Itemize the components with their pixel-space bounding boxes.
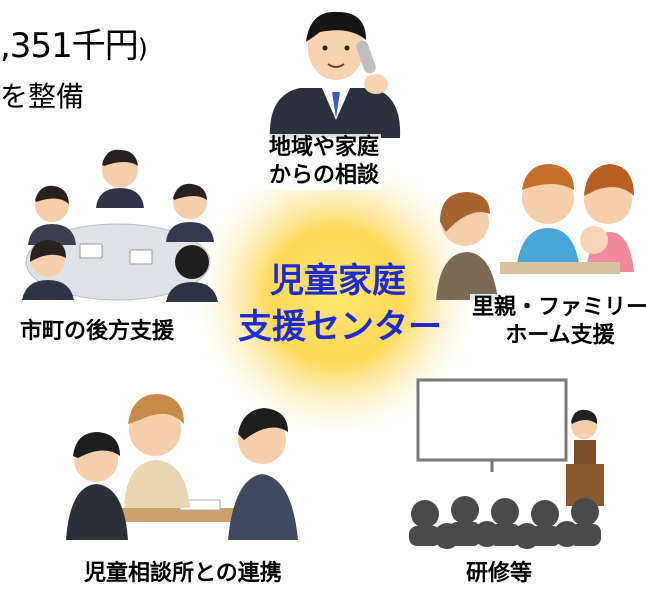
center-title-line2: 支援センター bbox=[238, 307, 442, 347]
training-label: 研修等 bbox=[464, 560, 535, 588]
municipal-support-label: 市町の後方支援 bbox=[18, 318, 177, 346]
budget-amount: ,351千円 bbox=[0, 26, 139, 66]
center-title: 児童家庭 支援センター bbox=[238, 258, 442, 350]
budget-text: ,351千円) bbox=[0, 18, 148, 67]
family-illustration bbox=[436, 164, 634, 300]
phone-consultation-illustration bbox=[269, 11, 401, 138]
foster-support-label: 里親・ファミリー ホーム支援 bbox=[470, 294, 646, 350]
training-illustration bbox=[409, 378, 604, 549]
child-guidance-label: 児童相談所との連携 bbox=[82, 560, 284, 588]
consultation-label-line1: 地域や家庭 bbox=[269, 135, 380, 160]
budget-paren: ) bbox=[137, 34, 148, 64]
child-guidance-illustration bbox=[66, 394, 298, 540]
subtitle-text: を整備 bbox=[0, 80, 85, 113]
meeting-illustration bbox=[22, 149, 218, 302]
consultation-label: 地域や家庭 からの相談 bbox=[267, 134, 382, 190]
presentation-screen bbox=[416, 378, 568, 462]
center-title-line1: 児童家庭 bbox=[270, 261, 406, 301]
foster-support-label-line2: ホーム支援 bbox=[505, 323, 615, 348]
center-glow bbox=[186, 146, 486, 446]
consultation-label-line2: からの相談 bbox=[269, 163, 380, 188]
foster-support-label-line1: 里親・ファミリー bbox=[472, 295, 646, 320]
